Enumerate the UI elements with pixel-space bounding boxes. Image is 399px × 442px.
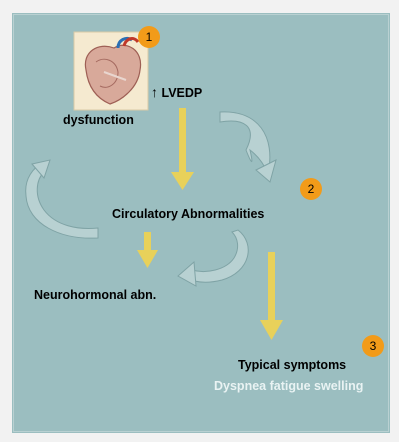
step-badge-3: 3 (362, 335, 384, 357)
step-badge-1: 1 (138, 26, 160, 48)
dysfunction-label: dysfunction (63, 113, 134, 127)
heart-anatomy-icon (74, 32, 148, 110)
symptoms-label: Typical symptoms (238, 358, 346, 372)
arrow-circulatory-to-neurohormonal (137, 232, 158, 268)
curved-arrow-bottom (178, 230, 248, 286)
lvedp-text: LVEDP (161, 86, 202, 100)
curved-arrow-left (26, 160, 98, 238)
arrow-dysfunction-to-circulatory (171, 108, 194, 190)
step-badge-2: 2 (300, 178, 322, 200)
lvedp-label: ↑ LVEDP (151, 84, 202, 100)
arrow-circulatory-to-symptoms (260, 252, 283, 340)
symptoms-detail-label: Dyspnea fatigue swelling (214, 379, 363, 393)
circulatory-label: Circulatory Abnormalities (112, 207, 264, 221)
neurohormonal-label: Neurohormonal abn. (34, 288, 156, 302)
up-arrow-icon: ↑ (151, 84, 158, 100)
curved-arrow-right (220, 112, 276, 182)
